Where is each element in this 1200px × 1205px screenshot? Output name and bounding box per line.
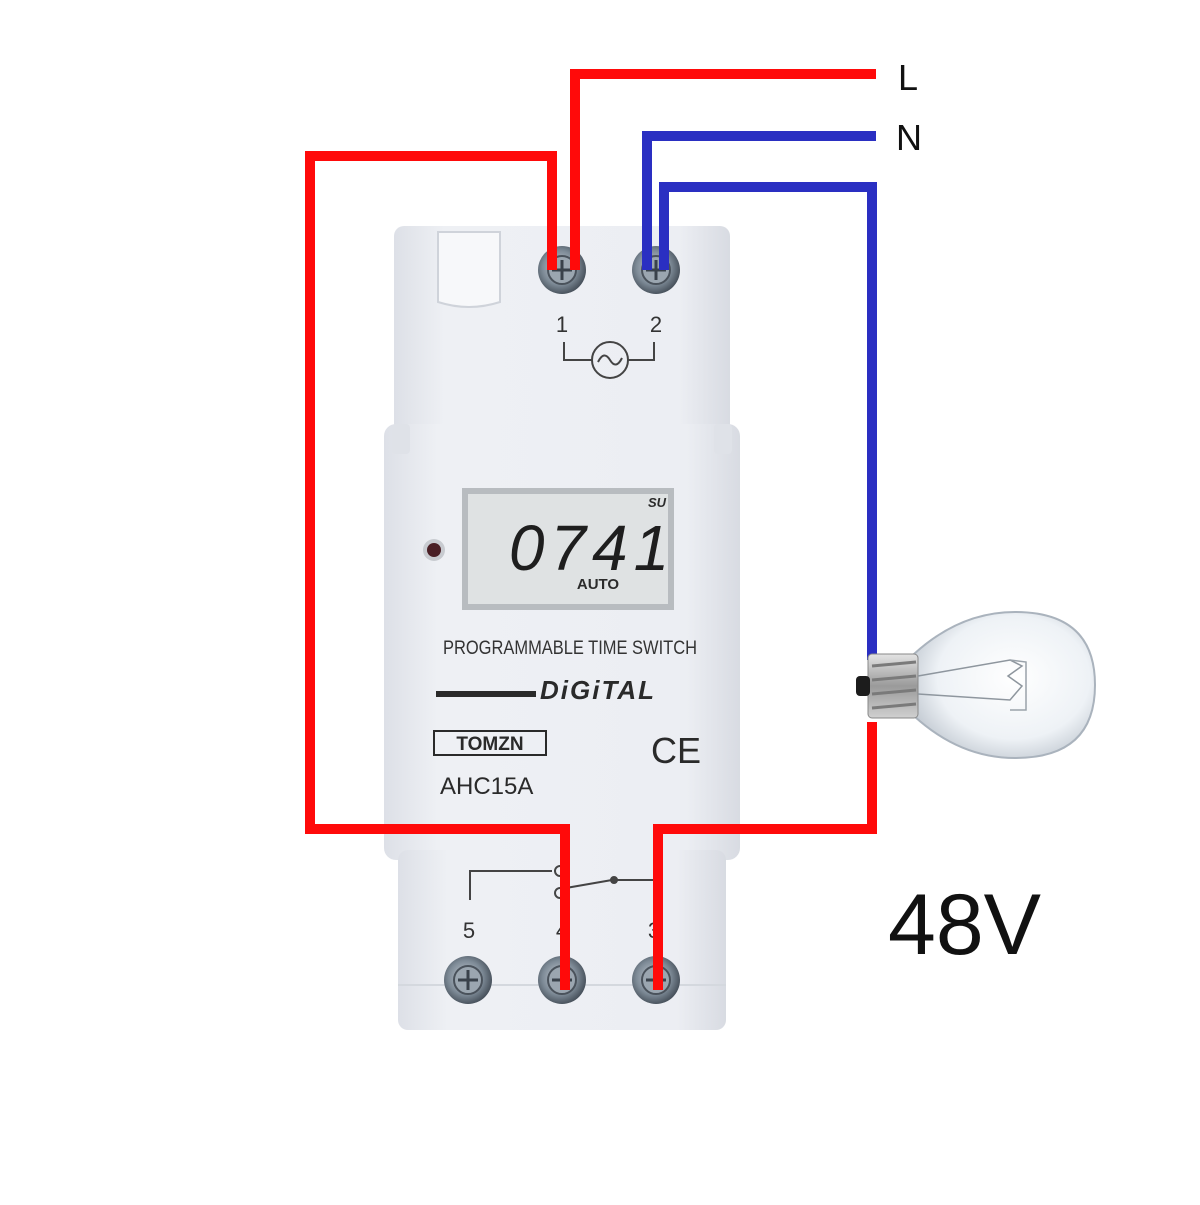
terminal-screw-icon	[444, 956, 492, 1004]
neutral-wire-lamp	[659, 182, 877, 660]
terminal-screw-icon	[632, 246, 680, 294]
line-wire-supply	[570, 69, 876, 270]
neutral-label: N	[896, 117, 922, 158]
lcd-mode: AUTO	[577, 576, 620, 593]
terminal-label-2: 2	[650, 312, 662, 337]
switched-line-wire	[653, 722, 877, 990]
terminal-label-5: 5	[463, 918, 475, 943]
line-wire-bridge	[305, 151, 570, 990]
lcd-day: SU	[648, 495, 667, 510]
lcd-time: 0741	[509, 512, 675, 584]
right-clip	[714, 424, 732, 454]
neutral-wire-supply	[642, 131, 876, 270]
ac-supply-symbol-icon	[563, 341, 655, 379]
model-number: AHC15A	[440, 773, 533, 800]
din-slot	[437, 231, 501, 308]
terminal-label-1: 1	[556, 312, 568, 337]
digital-logo: DiGiTAL	[540, 675, 656, 705]
device-title: PROGRAMMABLE TIME SWITCH	[443, 638, 697, 659]
brand-badge: TOMZN	[433, 730, 547, 756]
brand-name: TOMZN	[456, 734, 523, 755]
left-clip	[392, 424, 410, 454]
ce-mark: CE	[651, 730, 701, 771]
digital-underline	[436, 691, 536, 697]
light-bulb-icon	[856, 610, 1097, 760]
line-label: L	[898, 57, 918, 98]
indicator-led-icon	[423, 539, 445, 561]
voltage-label: 48V	[888, 877, 1041, 973]
lcd-display: SU 0741 AUTO	[462, 488, 675, 610]
